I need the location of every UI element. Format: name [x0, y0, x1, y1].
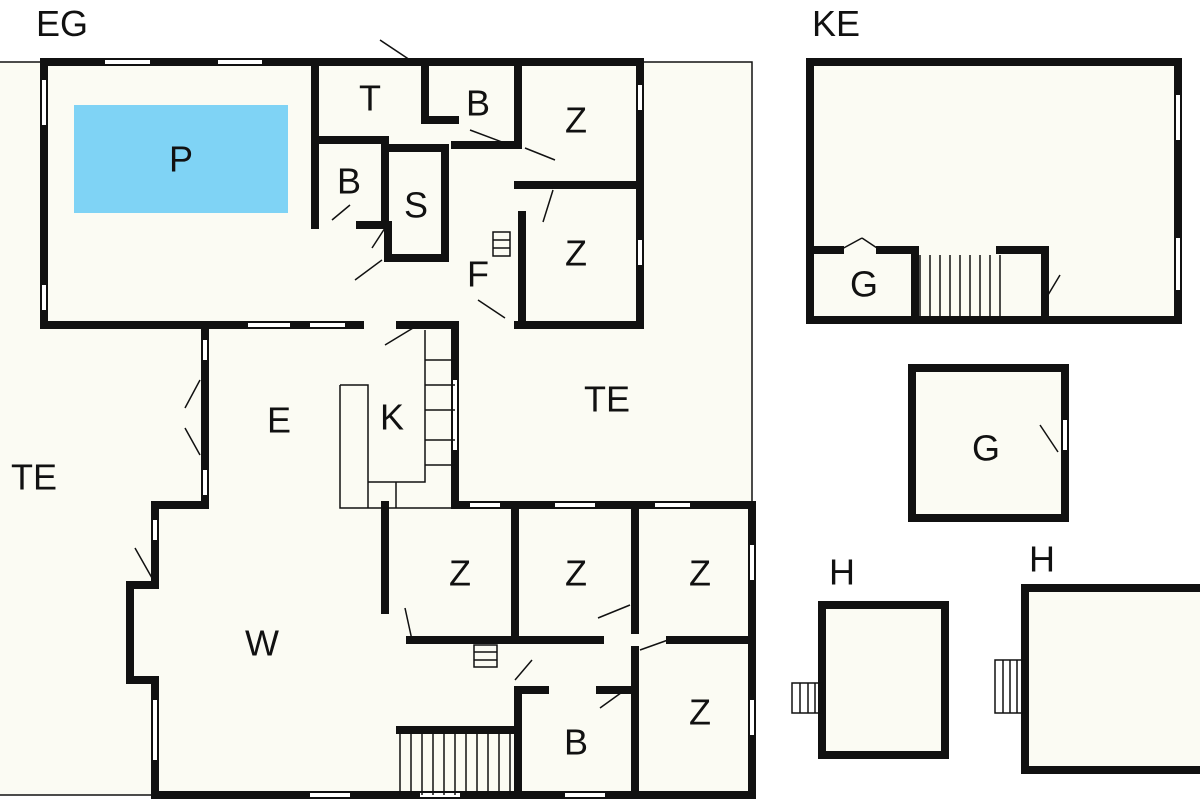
doors: [134, 39, 669, 709]
room-label-bedroom-1: Z: [565, 100, 587, 141]
room-label-terrace-right: TE: [584, 379, 630, 420]
room-label-toilet: T: [359, 78, 381, 119]
room-label-bedroom-2: Z: [565, 233, 587, 274]
basement-walls: [806, 58, 1182, 324]
terrace-outline: [0, 61, 753, 505]
room-label-bedroom-6: Z: [689, 692, 711, 733]
room-label-bedroom-5: Z: [689, 553, 711, 594]
room-label-bath-1: B: [466, 83, 490, 124]
room-label-bedroom-3: Z: [449, 553, 471, 594]
room-label-sauna: S: [404, 185, 428, 226]
stairs-ground: [399, 231, 511, 795]
room-label-pool: P: [169, 139, 193, 180]
kitchen-counter: [339, 330, 455, 509]
section-label-basement: KE: [812, 3, 860, 44]
room-label-entrance: E: [267, 400, 291, 441]
room-label-shed-2: H: [1029, 539, 1055, 580]
room-label-bedroom-4: Z: [565, 553, 587, 594]
room-label-garage-basement: G: [850, 264, 878, 305]
section-label-ground-floor: EG: [36, 3, 88, 44]
room-label-kitchen: K: [380, 397, 404, 438]
garage-walls: [908, 364, 1069, 522]
room-label-bath-3: B: [564, 722, 588, 763]
room-label-garage: G: [972, 428, 1000, 469]
ground-floor-walls: [40, 58, 756, 799]
pool: [74, 105, 288, 213]
room-label-bath-2: B: [337, 161, 361, 202]
room-label-living: W: [245, 623, 279, 664]
room-label-shed-1: H: [829, 552, 855, 593]
room-label-terrace-left: TE: [11, 457, 57, 498]
room-label-hall: F: [467, 254, 489, 295]
